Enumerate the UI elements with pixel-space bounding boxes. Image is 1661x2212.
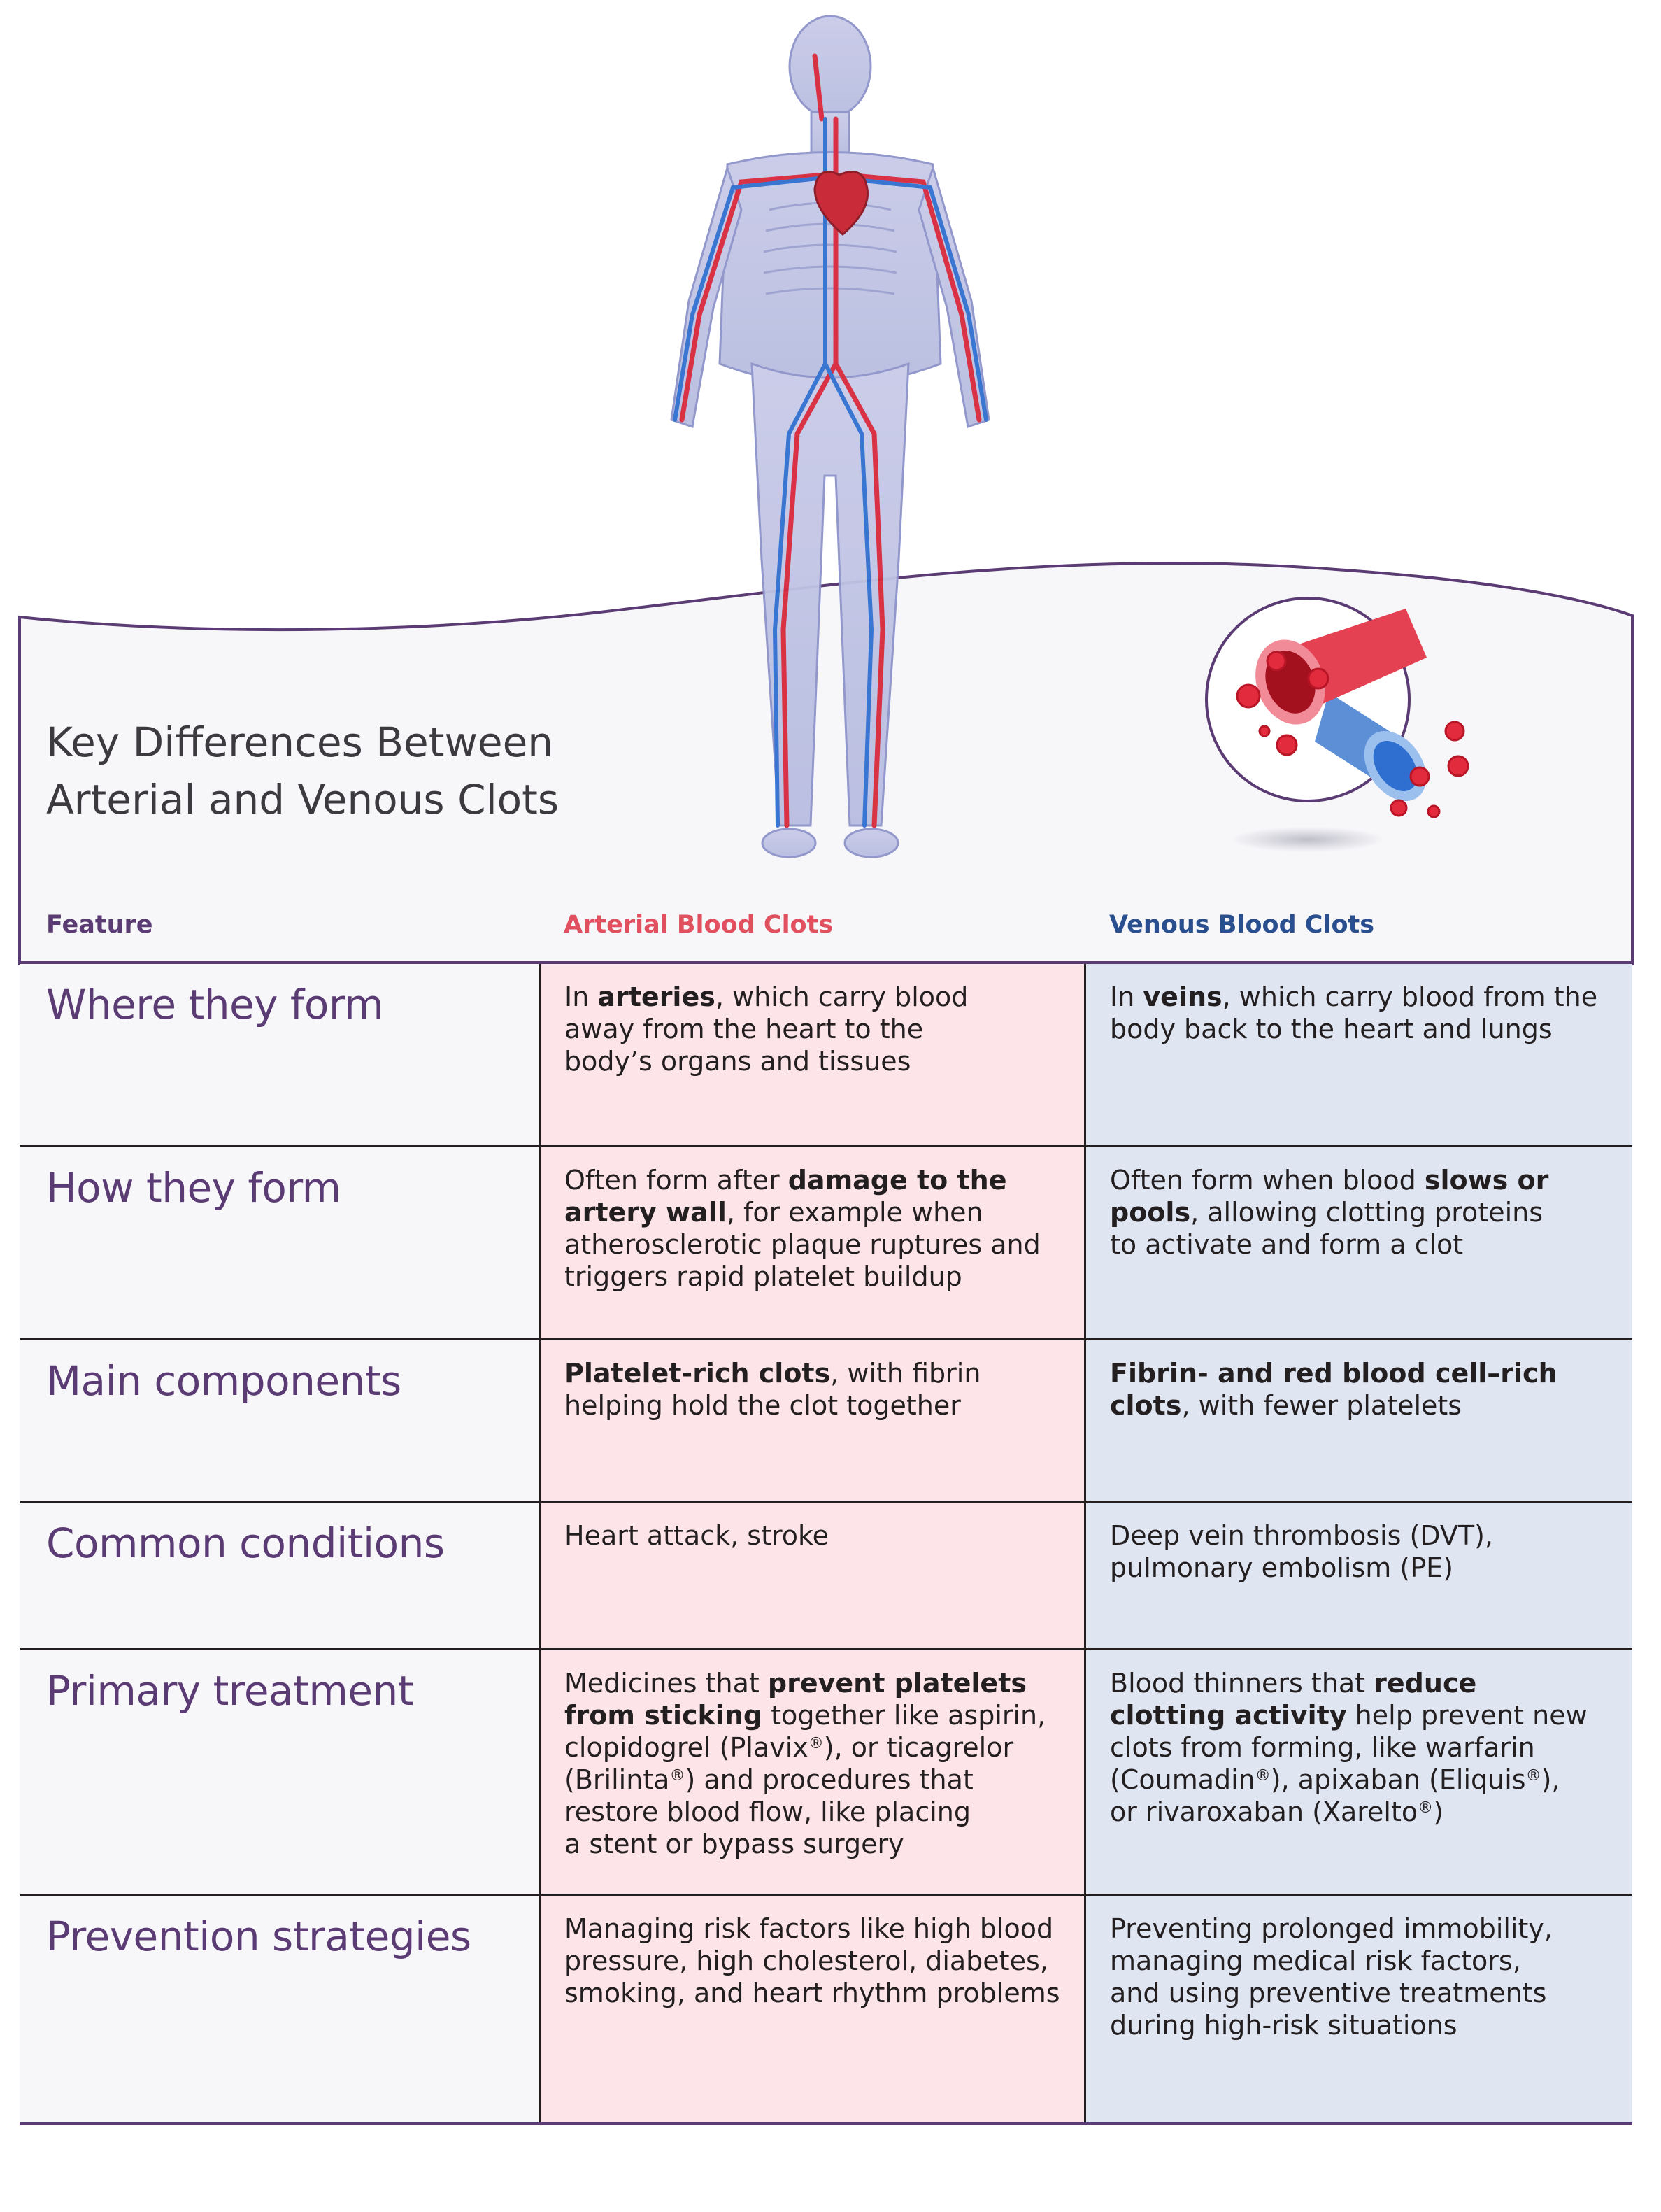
text-line: (Coumadin®), apixaban (Eliquis®), <box>1110 1764 1560 1795</box>
text-line: Preventing prolonged immobility, <box>1110 1913 1553 1944</box>
title-line-1: Key Differences Between <box>46 718 554 766</box>
arterial-cell: Heart attack, stroke <box>539 1503 1084 1648</box>
text-line: artery wall, for example when <box>564 1197 983 1228</box>
text-line: pressure, high cholesterol, diabetes, <box>564 1945 1048 1976</box>
column-header-arterial: Arterial Blood Clots <box>564 911 834 939</box>
feature-label: Main components <box>46 1357 401 1405</box>
text-line: clots, with fewer platelets <box>1110 1390 1462 1421</box>
venous-cell: Deep vein thrombosis (DVT),pulmonary emb… <box>1084 1503 1632 1648</box>
table-row: Main components Platelet-rich clots, wit… <box>20 1338 1632 1501</box>
feature-label: Primary treatment <box>46 1667 414 1715</box>
text-line: restore blood flow, like placing <box>564 1796 971 1827</box>
text-line: clotting activity help prevent new <box>1110 1700 1588 1731</box>
text-line: Heart attack, stroke <box>564 1520 829 1551</box>
text-line: helping hold the clot together <box>564 1390 961 1421</box>
feature-label: How they form <box>46 1164 341 1212</box>
text-line: smoking, and heart rhythm problems <box>564 1978 1060 2008</box>
text-line: and using preventive treatments <box>1110 1978 1547 2008</box>
text-line: Often form after damage to the <box>564 1165 1007 1196</box>
feature-label: Common conditions <box>46 1519 445 1567</box>
title-line-2: Arterial and Venous Clots <box>46 776 559 823</box>
text-line: clopidogrel (Plavix®), or ticagrelor <box>564 1732 1014 1763</box>
text-line: clots from forming, like warfarin <box>1110 1732 1535 1763</box>
text-line: to activate and form a clot <box>1110 1229 1464 1260</box>
text-line: Platelet-rich clots, with fibrin <box>564 1358 981 1389</box>
feature-label: Where they form <box>46 981 384 1028</box>
text-line: pulmonary embolism (PE) <box>1110 1552 1453 1583</box>
text-line: In arteries, which carry blood <box>564 981 969 1012</box>
text-line: away from the heart to the <box>564 1014 924 1044</box>
text-line: (Brilinta®) and procedures that <box>564 1764 974 1795</box>
venous-text: Preventing prolonged immobility,managing… <box>1110 1913 1618 2041</box>
page-title: Key Differences Between Arterial and Ven… <box>46 714 676 828</box>
column-header-feature: Feature <box>46 911 153 939</box>
text-line: Medicines that prevent platelets <box>564 1668 1027 1699</box>
arterial-text: Heart attack, stroke <box>564 1519 1070 1552</box>
venous-text: Deep vein thrombosis (DVT),pulmonary emb… <box>1110 1519 1618 1584</box>
text-line: a stent or bypass surgery <box>564 1829 904 1859</box>
table-row: Common conditions Heart attack, stroke D… <box>20 1501 1632 1648</box>
text-line: Managing risk factors like high blood <box>564 1913 1054 1944</box>
text-line: atherosclerotic plaque ruptures and <box>564 1229 1041 1260</box>
text-line: Deep vein thrombosis (DVT), <box>1110 1520 1493 1551</box>
feature-cell: Prevention strategies <box>20 1896 539 2122</box>
text-line: Fibrin- and red blood cell–rich <box>1110 1358 1557 1389</box>
feature-label: Prevention strategies <box>46 1913 471 1960</box>
text-line: Blood thinners that reduce <box>1110 1668 1477 1699</box>
feature-cell: Main components <box>20 1340 539 1501</box>
text-line: or rivaroxaban (Xarelto®) <box>1110 1796 1443 1827</box>
text-line: managing medical risk factors, <box>1110 1945 1521 1976</box>
table-row: Primary treatment Medicines that prevent… <box>20 1648 1632 1894</box>
feature-cell: How they form <box>20 1147 539 1338</box>
venous-cell: Preventing prolonged immobility,managing… <box>1084 1896 1632 2122</box>
feature-cell: Where they form <box>20 964 539 1145</box>
text-line: Often form when blood slows or <box>1110 1165 1549 1196</box>
table-row: How they form Often form after damage to… <box>20 1145 1632 1338</box>
text-line: body back to the heart and lungs <box>1110 1014 1553 1044</box>
text-line: pools, allowing clotting proteins <box>1110 1197 1544 1228</box>
blood-vessels-clot-illustration <box>1205 597 1469 852</box>
column-header-venous: Venous Blood Clots <box>1109 911 1375 939</box>
table-row: Where they form In arteries, which carry… <box>20 964 1632 1145</box>
table-row: Prevention strategies Managing risk fact… <box>20 1894 1632 2122</box>
feature-cell: Common conditions <box>20 1503 539 1648</box>
text-line: body’s organs and tissues <box>564 1046 911 1077</box>
text-line: during high-risk situations <box>1110 2010 1457 2041</box>
text-line: triggers rapid platelet buildup <box>564 1261 962 1292</box>
comparison-table: Where they form In arteries, which carry… <box>20 961 1632 2125</box>
human-circulatory-system-illustration <box>670 15 990 858</box>
header-artwork <box>18 15 1634 965</box>
text-line: from sticking together like aspirin, <box>564 1700 1046 1731</box>
text-line: In veins, which carry blood from the <box>1110 981 1598 1012</box>
feature-cell: Primary treatment <box>20 1650 539 1894</box>
